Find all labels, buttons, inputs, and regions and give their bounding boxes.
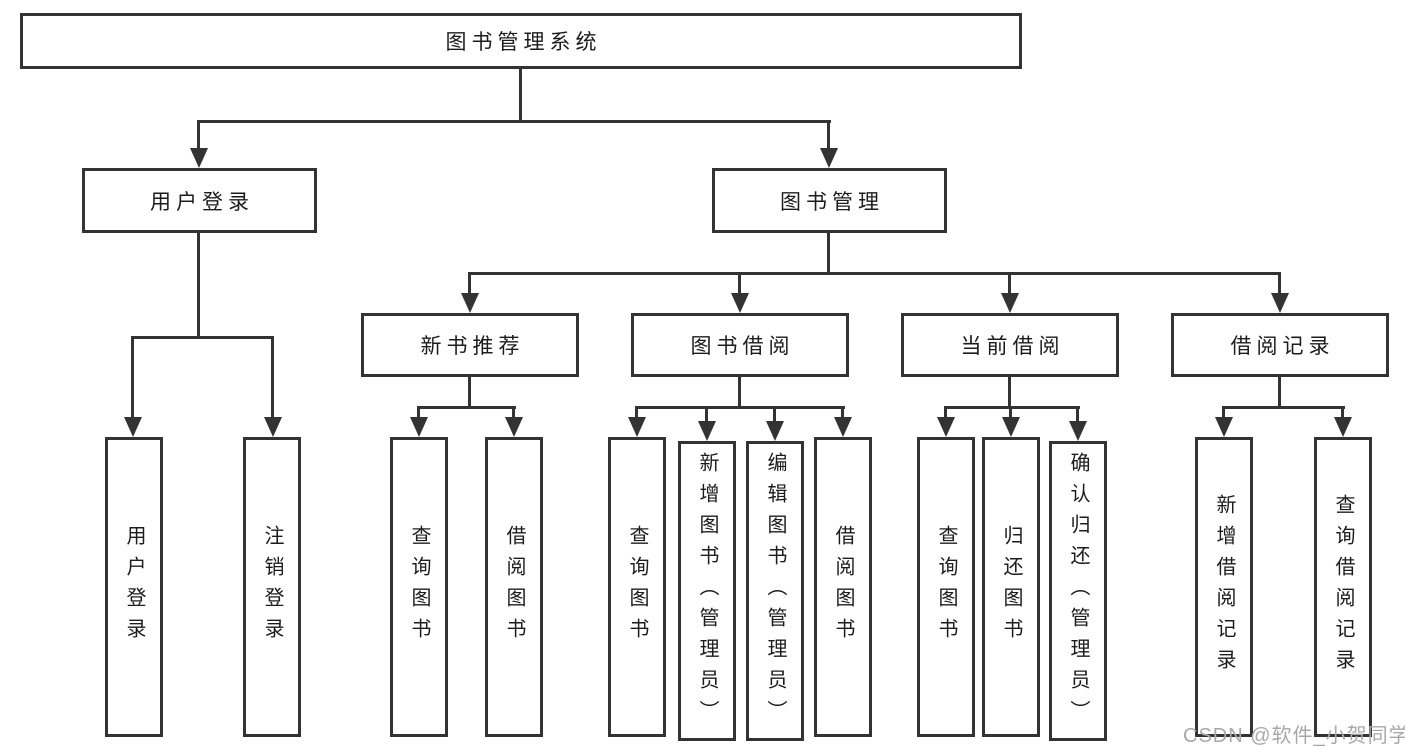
node-label: 查询图书 (935, 525, 957, 649)
node-label: 当前借阅 (960, 335, 1065, 358)
connector-line (738, 377, 741, 406)
connector-line (827, 120, 830, 150)
connector-line (512, 406, 515, 418)
arrowhead-down-icon (937, 417, 955, 437)
connector-line (131, 336, 274, 339)
node-user-login: 用户登录 (82, 168, 317, 233)
node-borrowing-records: 借阅记录 (1171, 313, 1389, 377)
connector-line (944, 406, 947, 418)
csdn-watermark: CSDN @软件_小贺同学 (1183, 725, 1405, 747)
node-leaf-edit-books-admin: 编辑图书（管理员） (746, 441, 804, 741)
node-label: 借阅记录 (1230, 335, 1335, 358)
connector-line (197, 120, 831, 123)
node-label: 借阅图书 (503, 525, 525, 649)
arrowhead-down-icon (731, 293, 749, 313)
connector-line (468, 272, 471, 295)
node-label: 新书推荐 (420, 335, 525, 358)
node-leaf-borrow-books-1: 借阅图书 (485, 437, 543, 737)
connector-line (1222, 406, 1345, 409)
node-label: 归还图书 (1000, 525, 1022, 649)
connector-line (417, 406, 516, 409)
arrowhead-down-icon (628, 417, 646, 437)
arrowhead-down-icon (1215, 417, 1233, 437)
node-leaf-logout: 注销登录 (243, 437, 301, 737)
connector-line (773, 406, 776, 422)
arrowhead-down-icon (766, 421, 784, 441)
node-leaf-query-books-1: 查询图书 (390, 437, 448, 737)
arrowhead-down-icon (1334, 417, 1352, 437)
connector-line (1009, 406, 1012, 418)
arrowhead-down-icon (698, 421, 716, 441)
connector-line (1222, 406, 1225, 418)
connector-line (1076, 406, 1079, 422)
connector-line (705, 406, 708, 422)
node-book-management: 图书管理 (712, 168, 947, 233)
arrowhead-down-icon (190, 148, 208, 168)
node-current-borrowing: 当前借阅 (901, 313, 1119, 377)
node-leaf-add-borrow-record: 新增借阅记录 (1195, 437, 1253, 737)
node-leaf-add-books-admin: 新增图书（管理员） (678, 441, 736, 741)
arrowhead-down-icon (461, 293, 479, 313)
connector-line (1008, 377, 1011, 406)
connector-line (738, 272, 741, 295)
connector-line (417, 406, 420, 418)
connector-line (197, 233, 200, 336)
node-library-management-system: 图书管理系统 (20, 13, 1022, 69)
node-leaf-return-books: 归还图书 (982, 437, 1040, 737)
connector-line (827, 233, 830, 272)
connector-line (271, 336, 274, 419)
connector-line (131, 336, 134, 419)
connector-line (468, 272, 1281, 275)
node-label: 用户登录 (123, 525, 145, 649)
node-new-book-recommendation: 新书推荐 (361, 313, 579, 377)
node-label: 查询借阅记录 (1332, 494, 1354, 680)
node-label: 编辑图书（管理员） (764, 451, 786, 731)
connector-line (635, 406, 638, 418)
node-label: 借阅图书 (832, 525, 854, 649)
connector-line (519, 69, 522, 120)
node-leaf-query-borrow-record: 查询借阅记录 (1314, 437, 1372, 737)
connector-line (944, 406, 1080, 409)
node-label: 注销登录 (261, 525, 283, 649)
node-leaf-user-login: 用户登录 (105, 437, 163, 737)
node-label: 用户登录 (150, 190, 254, 214)
connector-line (1278, 272, 1281, 295)
node-label: 确认归还（管理员） (1067, 451, 1089, 731)
node-label: 新增图书（管理员） (696, 451, 718, 731)
arrowhead-down-icon (1001, 293, 1019, 313)
connector-line (197, 120, 200, 150)
node-label: 图书管理系统 (445, 31, 602, 54)
node-label: 图书借阅 (690, 335, 795, 358)
node-leaf-confirm-return-admin: 确认归还（管理员） (1049, 441, 1107, 741)
node-book-borrowing: 图书借阅 (631, 313, 849, 377)
node-leaf-query-books-2: 查询图书 (608, 437, 666, 737)
arrowhead-down-icon (124, 417, 142, 437)
arrowhead-down-icon (834, 417, 852, 437)
arrowhead-down-icon (1002, 417, 1020, 437)
node-leaf-query-books-3: 查询图书 (917, 437, 975, 737)
arrowhead-down-icon (1069, 421, 1087, 441)
connector-line (1008, 272, 1011, 295)
arrowhead-down-icon (820, 148, 838, 168)
node-leaf-borrow-books-2: 借阅图书 (814, 437, 872, 737)
node-label: 新增借阅记录 (1213, 494, 1235, 680)
connector-line (1278, 377, 1281, 406)
connector-line (841, 406, 844, 418)
connector-line (1341, 406, 1344, 418)
connector-line (468, 377, 471, 406)
node-label: 查询图书 (408, 525, 430, 649)
arrowhead-down-icon (410, 417, 428, 437)
arrowhead-down-icon (505, 417, 523, 437)
node-label: 查询图书 (626, 525, 648, 649)
arrowhead-down-icon (264, 417, 282, 437)
node-label: 图书管理 (780, 190, 884, 214)
arrowhead-down-icon (1271, 293, 1289, 313)
connector-line (635, 406, 845, 409)
